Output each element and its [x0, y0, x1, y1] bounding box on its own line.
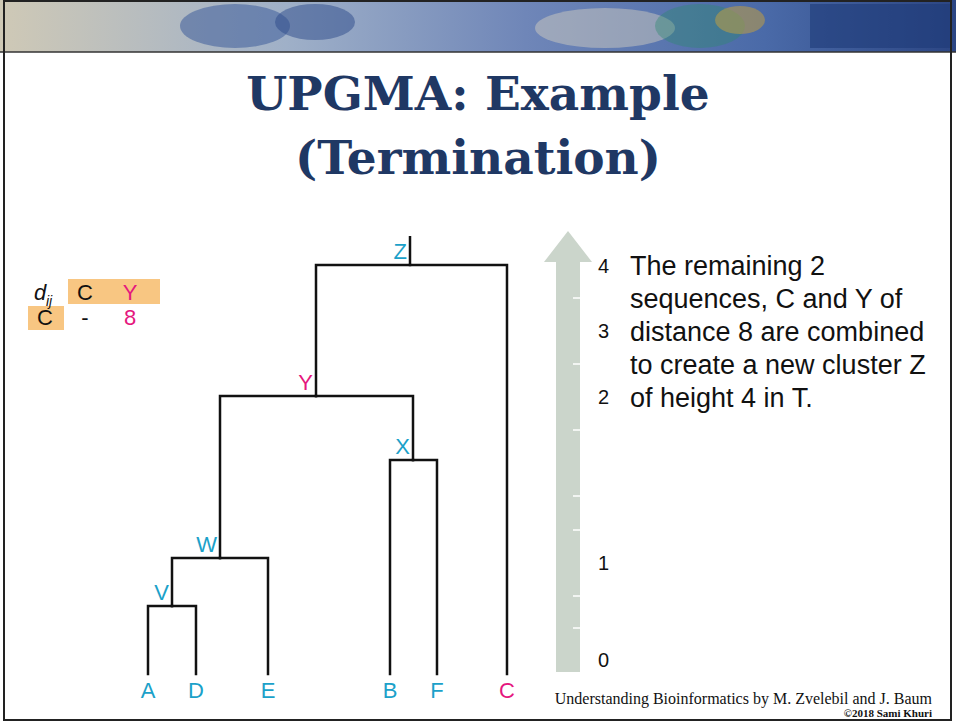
tree-branch: [413, 460, 437, 674]
node-text: F: [430, 678, 443, 703]
leaf-label: F: [430, 678, 443, 703]
node-text: Y: [298, 370, 313, 395]
table-cell: -: [81, 305, 88, 330]
node-text: W: [196, 532, 217, 557]
node-text: E: [261, 678, 276, 703]
scale-tick: [573, 495, 580, 497]
cluster-label: V: [154, 580, 169, 605]
banner-rule: [0, 51, 956, 53]
scale-tick: [573, 595, 580, 597]
leaf-label: E: [261, 678, 276, 703]
tree-branch: [220, 396, 316, 558]
tree-branch: [172, 606, 196, 674]
tree-branch: [148, 606, 172, 674]
scale-arrow: [544, 231, 592, 672]
table-row-header-fill: [28, 306, 64, 330]
scale-number: 0: [598, 649, 609, 672]
banner-dna-art: [275, 4, 355, 40]
explanation-text: The remaining 2 sequences, C and Y of di…: [630, 250, 930, 415]
cluster-label: Y: [298, 370, 313, 395]
leaf-label: C: [499, 678, 515, 703]
slide-title: UPGMA: Example (Termination): [198, 62, 758, 190]
node-text: X: [395, 434, 410, 459]
cluster-label: Z: [394, 239, 407, 264]
scale-number: 1: [598, 552, 609, 575]
banner-protein-art: [535, 8, 675, 48]
copyright-note: ©2018 Sami Khuri: [844, 707, 932, 719]
tree-branch: [220, 558, 268, 674]
scale-tick: [573, 297, 580, 299]
scale-ticks: [573, 298, 580, 628]
scale-tick: [573, 363, 580, 365]
tree-branch: [316, 396, 413, 460]
table-header: C: [77, 280, 93, 305]
cluster-label: W: [196, 532, 217, 557]
tree-branch: [316, 265, 410, 396]
leaf-label: D: [188, 678, 204, 703]
tree-branch: [172, 558, 220, 606]
scale-tick: [573, 627, 580, 629]
banner-sequence-panel: [810, 4, 950, 48]
tree-root-stem: [409, 236, 412, 266]
banner-protein-art: [715, 6, 765, 34]
source-credit: Understanding Bioinformatics by M. Zvele…: [555, 690, 932, 708]
slide-frame: [4, 1, 951, 720]
node-text: B: [383, 678, 398, 703]
scale-tick: [573, 429, 580, 431]
tree-branch: [390, 460, 413, 674]
table-header: Y: [123, 280, 138, 305]
scale-tick: [573, 529, 580, 531]
node-text: Z: [394, 239, 407, 264]
leaf-label: A: [141, 678, 156, 703]
node-text: C: [499, 678, 515, 703]
table-row-header: C: [37, 305, 53, 330]
node-text: D: [188, 678, 204, 703]
node-text: A: [141, 678, 156, 703]
banner-band: [0, 0, 956, 52]
cluster-label: X: [395, 434, 410, 459]
leaf-label: B: [383, 678, 398, 703]
tree-branch: [410, 265, 507, 674]
table-symbol: d: [34, 280, 46, 305]
scale-number: 4: [598, 255, 609, 278]
table-cell: 8: [124, 305, 136, 330]
scale-number: 3: [598, 320, 609, 343]
banner-dna-art: [180, 4, 290, 48]
scale-number: 2: [598, 386, 609, 409]
node-text: V: [154, 580, 169, 605]
